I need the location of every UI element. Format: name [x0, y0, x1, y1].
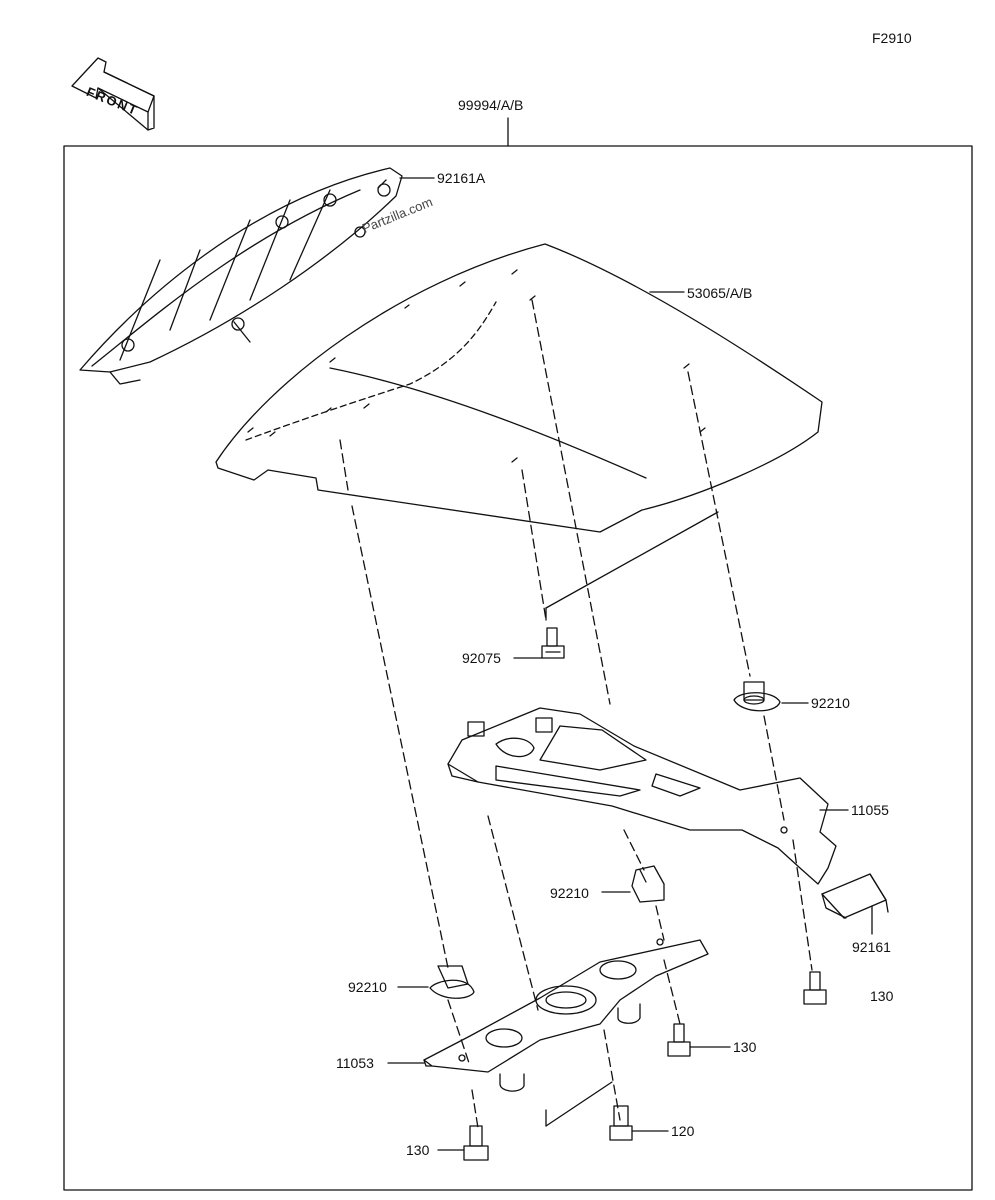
- label-bolt-bottom: 130: [406, 1142, 430, 1158]
- kit-frame: [63, 145, 973, 1191]
- group-bracket-upper: [545, 511, 719, 621]
- bolt-mid-part: [667, 1023, 691, 1057]
- label-kit: 99994/A/B: [458, 97, 524, 113]
- label-cowl: 53065/A/B: [687, 285, 753, 301]
- bolt-120-part: [609, 1105, 633, 1141]
- label-bracket-upper: 11055: [851, 802, 889, 818]
- front-arrow-icon: [71, 57, 155, 131]
- nut-middle-part: [631, 865, 665, 903]
- label-nut-middle: 92210: [550, 885, 589, 901]
- label-damper: 92161: [852, 939, 891, 955]
- nut-upper-part: [733, 681, 781, 712]
- label-nut-upper: 92210: [811, 695, 850, 711]
- label-bolt-b: 120: [671, 1123, 695, 1139]
- bolt-92075-part: [541, 627, 565, 659]
- label-bolt-right: 130: [870, 988, 894, 1004]
- bolt-right-part: [803, 971, 827, 1005]
- label-bracket-lower: 11053: [336, 1055, 374, 1071]
- damper-part: [821, 873, 889, 919]
- bracket-lower-part: [423, 938, 709, 1092]
- label-bolt-a: 92075: [462, 650, 501, 666]
- bolt-bottom-part: [463, 1125, 489, 1161]
- label-bolt-mid: 130: [733, 1039, 757, 1055]
- nut-lower-part: [429, 965, 475, 999]
- figure-code: F2910: [872, 30, 912, 46]
- group-bracket-lower: [545, 1081, 613, 1127]
- bracket-upper-part: [447, 707, 837, 885]
- label-nut-lower: 92210: [348, 979, 387, 995]
- label-cowl-base: 92161A: [437, 170, 486, 186]
- assembly-lines: [339, 299, 813, 1129]
- seat-cowl-part: [215, 243, 823, 533]
- cowl-base-part: [79, 167, 403, 385]
